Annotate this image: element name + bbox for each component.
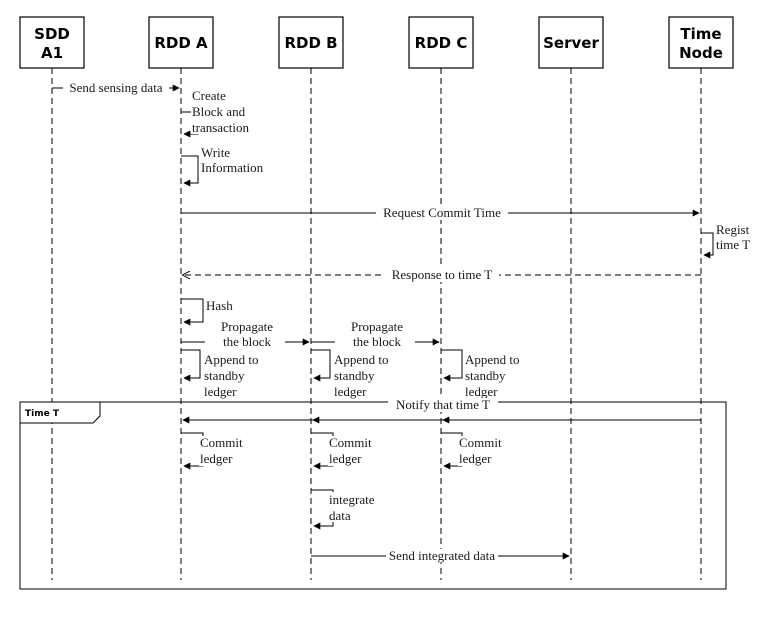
message-label: Response to time T (392, 267, 493, 282)
participant-sdd-a1: SDD A1 (19, 16, 85, 69)
message-label: integrate (329, 492, 375, 507)
message-label: Hash (206, 298, 233, 313)
participant-label: Time (680, 25, 721, 43)
message-label: Commit (200, 435, 243, 450)
message-label: the block (223, 334, 272, 349)
self-message-append-c: Append to standby ledger (441, 349, 532, 399)
message-label: Commit (459, 435, 502, 450)
self-message-regist-time: Regist time T (701, 222, 758, 259)
participant-label: A1 (41, 44, 63, 62)
message-label: ledger (204, 384, 237, 399)
message-request-commit-time: Request Commit Time (181, 205, 700, 220)
message-label: ledger (465, 384, 498, 399)
participant-label: Server (543, 34, 599, 52)
message-label: Propagate (221, 319, 273, 334)
message-label: Append to (465, 352, 520, 367)
message-label: Regist (716, 222, 750, 237)
participant-rdd-b: RDD B (278, 16, 344, 69)
message-label: Request Commit Time (383, 205, 501, 220)
message-label: Information (201, 160, 264, 175)
message-send-sensing-data: Send sensing data (52, 80, 180, 95)
message-propagate-b-to-c: Propagate the block (311, 319, 440, 349)
self-message-create-block: Create Block and transaction (181, 88, 261, 138)
participant-rdd-a: RDD A (148, 16, 214, 69)
message-label: Block and (192, 104, 246, 119)
message-label: transaction (192, 120, 250, 135)
participant-label: Node (679, 44, 723, 62)
message-notify-time: Notify that time T (182, 397, 701, 424)
message-label: Notify that time T (396, 397, 490, 412)
self-message-commit-a: Commit ledger (181, 432, 253, 470)
self-message-commit-b: Commit ledger (311, 432, 382, 470)
message-label: data (329, 508, 351, 523)
participant-rdd-c: RDD C (408, 16, 474, 69)
message-label: ledger (459, 451, 492, 466)
message-label: Commit (329, 435, 372, 450)
self-message-integrate-data: integrate data (311, 489, 387, 530)
self-message-commit-c: Commit ledger (441, 432, 512, 470)
message-label: ledger (200, 451, 233, 466)
self-message-append-a: Append to standby ledger (181, 349, 271, 399)
message-label: standby (465, 368, 506, 383)
message-label: Create (192, 88, 226, 103)
self-message-write-information: Write Information (181, 145, 274, 187)
participant-server: Server (538, 16, 604, 69)
frame-time-t: Time T (19, 401, 727, 590)
message-label: Append to (204, 352, 259, 367)
participant-label: RDD C (415, 34, 468, 52)
message-label: the block (353, 334, 402, 349)
message-send-integrated-data: Send integrated data (311, 548, 570, 563)
message-propagate-a-to-b: Propagate the block (181, 319, 310, 349)
participant-label: RDD B (284, 34, 337, 52)
message-label: Send sensing data (69, 80, 162, 95)
message-label: Send integrated data (389, 548, 495, 563)
message-label: Propagate (351, 319, 403, 334)
participant-time-node: Time Node (668, 16, 734, 69)
message-label: Append to (334, 352, 389, 367)
message-label: standby (204, 368, 245, 383)
self-message-append-b: Append to standby ledger (311, 349, 401, 399)
message-label: ledger (329, 451, 362, 466)
frame-label: Time T (25, 409, 60, 419)
message-label: ledger (334, 384, 367, 399)
message-label: Write (201, 145, 230, 160)
message-label: time T (716, 237, 750, 252)
self-message-hash: Hash (181, 298, 236, 326)
participant-label: SDD (34, 25, 70, 43)
message-response-to-time: Response to time T (183, 267, 701, 282)
participant-label: RDD A (154, 34, 208, 52)
message-label: standby (334, 368, 375, 383)
